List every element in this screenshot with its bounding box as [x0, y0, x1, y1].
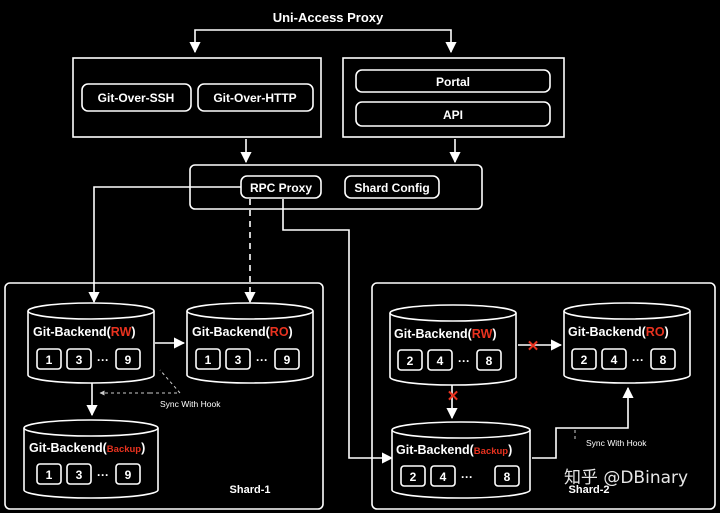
sync-hook-line-shard1-b: [150, 369, 182, 394]
shard1-ro-prefix: Git-Backend(: [192, 325, 271, 339]
shard1-backup-backend: Git-Backend(Backup) 1 3 ··· 9: [23, 419, 159, 499]
shard2-backup-cell-2: 4: [440, 470, 447, 484]
arrow-shard2-backup-to-ro: [532, 386, 634, 459]
shard2-ro-cell-3: 8: [660, 353, 667, 367]
shard1-ro-role: RO: [270, 325, 289, 339]
arrow-rpc-to-shard1-rw: [88, 186, 241, 304]
shard1-ro-suffix: ): [289, 325, 293, 339]
api-label: API: [443, 108, 463, 122]
shard2-rw-ellipsis: ···: [458, 354, 470, 368]
shard2-backup-ellipsis: ···: [461, 470, 473, 484]
portal-label: Portal: [436, 75, 470, 89]
git-over-http-label: Git-Over-HTTP: [213, 91, 296, 105]
shard1-rw-cell-2: 3: [76, 353, 83, 367]
portal-box: [355, 69, 551, 93]
shard-config-label: Shard Config: [354, 181, 429, 195]
shard1-ro-cell-1: 1: [205, 353, 212, 367]
shard1-backup-cell-1: 1: [46, 468, 53, 482]
shard1-rw-role: RW: [111, 325, 132, 339]
shard1-rw-prefix: Git-Backend(: [33, 325, 112, 339]
shard1-backup-prefix: Git-Backend(: [29, 441, 108, 455]
shard1-sync-label: Sync With Hook: [160, 399, 221, 409]
git-over-ssh-label: Git-Over-SSH: [98, 91, 175, 105]
arrow-rpc-to-shard2-backup: [282, 199, 394, 464]
svg-text:Git-Backend(RW): Git-Backend(RW): [394, 327, 497, 341]
shard2-rw-cell-2: 4: [437, 354, 444, 368]
svg-text:Git-Backend(RO): Git-Backend(RO): [192, 325, 293, 339]
shard2-rw-ro-blocked-icon: ✕: [527, 338, 540, 355]
svg-text:Git-Backend(Backup): Git-Backend(Backup): [396, 443, 512, 457]
uni-access-split-arrow: [189, 29, 457, 54]
shard2-rw-cell-1: 2: [407, 354, 414, 368]
shard2-sync-label: Sync With Hook: [586, 438, 647, 448]
watermark: 知乎 @DBinary: [564, 468, 688, 488]
shard1-rw-suffix: ): [131, 325, 135, 339]
shard2-ro-role: RO: [646, 325, 665, 339]
shard2-backup-cell-1: 2: [410, 470, 417, 484]
shard2-ro-cell-1: 2: [581, 353, 588, 367]
shard2-rw-backend: Git-Backend(RW) 2 4 ··· 8: [389, 304, 517, 386]
shard2-backup-suffix: ): [508, 443, 512, 457]
shard1-ro-backend: Git-Backend(RO) 1 3 ··· 9: [186, 302, 314, 384]
shard2-backup-backend: Git-Backend(Backup) 2 4 ··· 8: [391, 421, 531, 499]
shard1-rw-cell-3: 9: [125, 353, 132, 367]
rpc-proxy-label: RPC Proxy: [250, 181, 312, 195]
shard1-backup-ellipsis: ···: [97, 468, 109, 482]
shard2-rw-role: RW: [472, 327, 493, 341]
shard1-ro-cell-2: 3: [235, 353, 242, 367]
shard2-ro-suffix: ): [665, 325, 669, 339]
svg-text:Git-Backend(Backup): Git-Backend(Backup): [29, 441, 145, 455]
api-box: [355, 101, 551, 127]
git-over-ssh-box: [81, 83, 192, 112]
shard2-backup-role: Backup: [474, 446, 509, 457]
shard1-rw-ellipsis: ···: [97, 353, 109, 367]
svg-text:Git-Backend(RW): Git-Backend(RW): [33, 325, 136, 339]
git-over-http-box: [197, 83, 314, 112]
shard1-backup-suffix: ): [141, 441, 145, 455]
shard2-rw-backup-blocked-icon: ✕: [447, 388, 460, 405]
shard2-backup-cell-3: 8: [504, 470, 511, 484]
shard-config-box: [344, 175, 440, 199]
shard2-rw-suffix: ): [492, 327, 496, 341]
shard-1-label: Shard-1: [230, 484, 271, 496]
shard2-rw-cell-3: 8: [486, 354, 493, 368]
shard2-ro-cell-2: 4: [611, 353, 618, 367]
shard-2-label: Shard-2: [569, 484, 610, 496]
shard1-ro-cell-3: 9: [284, 353, 291, 367]
shard1-backup-cell-3: 9: [125, 468, 132, 482]
shard1-rw-cell-1: 1: [46, 353, 53, 367]
shard1-ro-ellipsis: ···: [256, 353, 268, 367]
shard2-ro-backend: Git-Backend(RO) 2 4 ··· 8: [563, 302, 691, 384]
shard1-backup-cell-2: 3: [76, 468, 83, 482]
svg-text:Git-Backend(RO): Git-Backend(RO): [568, 325, 669, 339]
shard2-ro-prefix: Git-Backend(: [568, 325, 647, 339]
shard2-rw-prefix: Git-Backend(: [394, 327, 473, 341]
shard2-ro-ellipsis: ···: [632, 353, 644, 367]
uni-access-proxy-label: Uni-Access Proxy: [273, 10, 384, 25]
shard1-rw-backend: Git-Backend(RW) 1 3 ··· 9: [27, 302, 155, 384]
shard1-backup-role: Backup: [107, 444, 142, 455]
shard2-backup-prefix: Git-Backend(: [396, 443, 475, 457]
